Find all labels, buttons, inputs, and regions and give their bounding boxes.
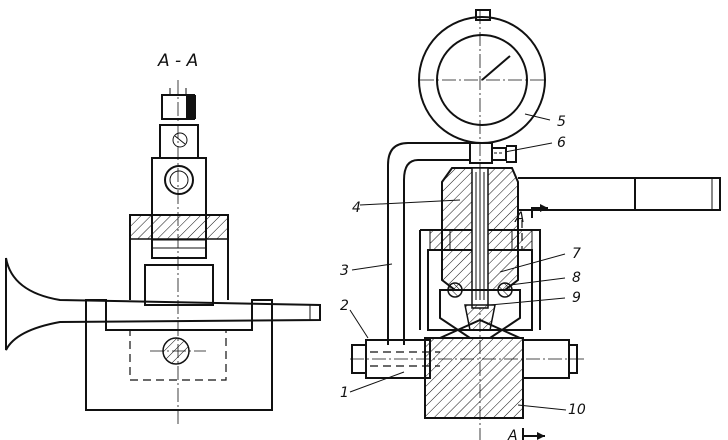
callout-2: 2	[340, 298, 349, 314]
seal-ball-left	[447, 282, 463, 298]
valve-part	[5, 257, 321, 351]
eyelet-circle	[164, 165, 194, 195]
stem-assembly-left	[151, 88, 207, 259]
leader-lines	[349, 113, 567, 411]
seal-ball-right	[497, 282, 513, 298]
callout-5: 5	[557, 114, 566, 130]
section-mark-bottom: A	[507, 428, 545, 440]
base-fixture-left	[85, 299, 273, 411]
svg-text:A: A	[514, 210, 525, 226]
callout-3: 3	[340, 263, 349, 279]
clamp-screw	[491, 145, 517, 163]
front-view: A A 5 6 4 3 7 8 9	[340, 9, 721, 440]
section-view-a-a: A - A	[5, 51, 321, 425]
callout-6: 6	[557, 135, 566, 151]
valve-block-hatched	[424, 318, 524, 419]
callout-1: 1	[340, 385, 349, 401]
frame-rod	[387, 142, 470, 345]
callout-10: 10	[568, 402, 586, 418]
callout-4: 4	[352, 200, 361, 216]
callout-8: 8	[572, 270, 581, 286]
callout-labels: 5 6 4 3 7 8 9 2 1 10	[340, 114, 586, 418]
callout-9: 9	[572, 290, 581, 306]
housing-block-left	[129, 214, 229, 306]
section-title: A - A	[157, 51, 198, 71]
svg-text:A: A	[507, 428, 518, 440]
holder-arm	[518, 177, 721, 211]
section-mark-top: A	[514, 204, 548, 226]
callout-7: 7	[572, 246, 581, 262]
horizontal-bolt	[350, 339, 585, 379]
dial-indicator	[418, 9, 546, 164]
